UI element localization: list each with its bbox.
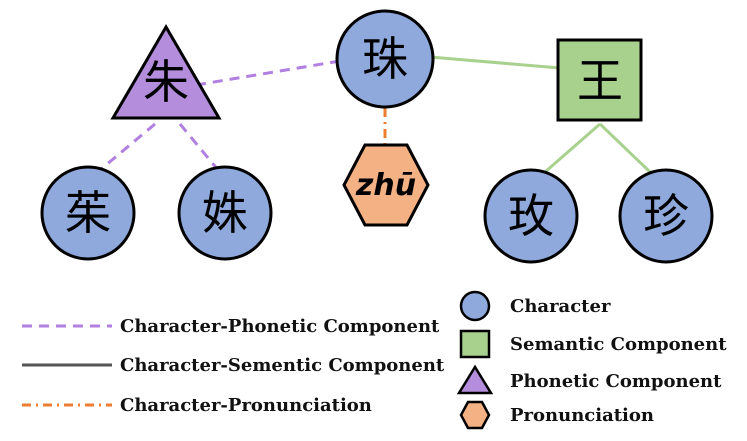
legend-square-icon <box>459 329 491 359</box>
character-label-mei: 玫 <box>508 189 554 243</box>
character-node-zhu-grass: 茱 <box>40 165 136 261</box>
pronunciation-node: zhū <box>342 143 430 227</box>
legend-node-shapes: Character Semantic Component Phonetic Co… <box>456 290 727 430</box>
legend-circle-icon <box>459 290 491 322</box>
edge-semantic-to-mei <box>544 122 601 174</box>
legend-pronunciation-edge-label: Character-Pronunciation <box>120 395 372 416</box>
phonetic-component-node: 朱 <box>110 24 222 120</box>
legend-hexagon-icon <box>459 400 491 430</box>
legend-semantic-label: Semantic Component <box>510 334 727 355</box>
edge-semantic-to-zhen <box>598 122 652 174</box>
legend-line-styles: Character-Phonetic Component Character-S… <box>22 316 445 416</box>
semantic-component-node: 王 <box>556 38 643 122</box>
legend-pronunciation-label: Pronunciation <box>510 405 654 426</box>
legend-character-label: Character <box>510 296 611 317</box>
phonetic-component-label: 朱 <box>143 55 189 109</box>
legend-phonetic-edge-label: Character-Phonetic Component <box>120 316 440 337</box>
edge-phonetic-to-zhu-grass <box>99 122 156 172</box>
semantic-component-label: 王 <box>577 54 623 108</box>
character-node-mei: 玫 <box>483 168 579 264</box>
center-character-node: 珠 <box>335 9 435 109</box>
character-node-zhen: 珍 <box>618 168 714 264</box>
legend-triangle-icon <box>456 364 494 395</box>
edge-zhu-to-phonetic <box>195 59 341 87</box>
character-node-shu: 姝 <box>177 165 273 261</box>
edge-zhu-to-semantic <box>429 55 561 70</box>
pronunciation-label: zhū <box>355 168 416 203</box>
character-label-zhu-grass: 茱 <box>65 186 111 240</box>
center-character-label: 珠 <box>362 32 408 86</box>
character-label-shu: 姝 <box>202 186 248 240</box>
edge-phonetic-to-shu <box>178 123 220 171</box>
character-label-zhen: 珍 <box>643 189 689 243</box>
legend-phonetic-label: Phonetic Component <box>510 371 722 392</box>
legend-semantic-edge-label: Character-Sementic Component <box>120 355 445 376</box>
